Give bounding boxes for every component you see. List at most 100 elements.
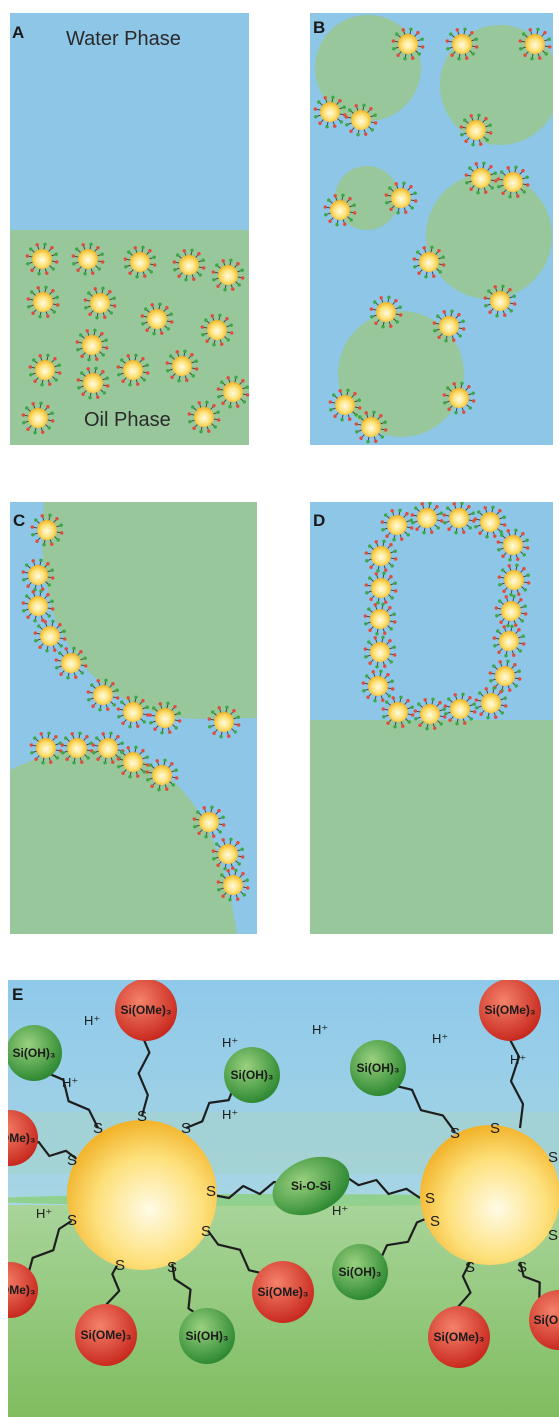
sulfur-label: S	[93, 1120, 103, 1137]
particle-core	[28, 565, 48, 585]
ligand-head	[106, 377, 109, 380]
ligand-head	[506, 624, 509, 627]
ligand-head	[489, 165, 492, 168]
ligand-head	[467, 505, 470, 508]
ligand-head	[211, 314, 214, 317]
ligand-head	[447, 697, 450, 700]
ligand-head	[329, 408, 332, 411]
ligand-head	[157, 788, 160, 791]
ligand-head	[497, 548, 500, 551]
ligand-head	[514, 624, 517, 627]
ligand-head	[462, 531, 465, 534]
ligand-head	[22, 413, 25, 416]
ligand-head	[55, 517, 58, 520]
ligand-head	[121, 380, 124, 383]
ligand-head	[519, 47, 522, 50]
ligand-head	[227, 735, 230, 738]
ligand-head	[215, 263, 218, 266]
ligand-head	[431, 698, 434, 701]
ligand-head	[26, 428, 29, 431]
ligand-head	[388, 606, 391, 609]
ligand-head	[127, 354, 130, 357]
ligand-head	[117, 715, 120, 718]
ligand-head	[411, 713, 414, 716]
ligand-head	[47, 732, 50, 735]
ligand-head	[217, 809, 220, 812]
ligand-head	[433, 727, 436, 730]
ligand-head	[485, 535, 488, 538]
ligand-head	[362, 689, 365, 692]
ligand-head	[217, 395, 220, 398]
ligand-head	[121, 772, 124, 775]
ligand-head	[399, 306, 402, 309]
ligand-head	[192, 278, 195, 281]
ligand-head	[237, 716, 240, 719]
ligand-head	[149, 721, 152, 724]
ligand-head	[512, 654, 515, 657]
ligand-head	[127, 696, 130, 699]
methoxysilane-label: Si(OMe)₃	[0, 1131, 35, 1145]
ligand-head	[428, 502, 431, 505]
ligand-head	[170, 313, 173, 316]
ligand-head	[27, 305, 30, 308]
ligand-head	[58, 371, 61, 374]
ligand-head	[94, 367, 97, 370]
ligand-head	[372, 670, 375, 673]
ligand-head	[113, 297, 116, 300]
ligand-head	[389, 325, 392, 328]
ligand-head	[160, 731, 163, 734]
ligand-head	[117, 365, 120, 368]
sulfur-label: S	[137, 1108, 147, 1125]
ligand-head	[71, 732, 74, 735]
ligand-head	[87, 698, 90, 701]
particle-core	[449, 508, 469, 528]
ligand-head	[411, 521, 414, 524]
particle-core	[155, 708, 175, 728]
particle-core	[452, 34, 472, 54]
ligand-head	[178, 719, 181, 722]
ligand-head	[197, 832, 200, 835]
ligand-head	[100, 332, 103, 335]
silanol-label: Si(OH)₃	[186, 1329, 229, 1343]
ligand-head	[381, 520, 384, 523]
ligand-head	[110, 311, 113, 314]
ligand-head	[489, 679, 492, 682]
ligand-head	[220, 343, 223, 346]
ligand-head	[225, 317, 228, 320]
ligand-head	[503, 625, 506, 628]
ligand-head	[77, 378, 80, 381]
ligand-head	[407, 533, 410, 536]
ligand-head	[165, 306, 168, 309]
ligand-head	[394, 550, 397, 553]
ligand-head	[34, 631, 37, 634]
ligand-head	[76, 269, 79, 272]
ligand-head	[165, 788, 168, 791]
panel-c-label: C	[13, 511, 25, 530]
ligand-head	[381, 325, 384, 328]
ligand-head	[389, 543, 392, 546]
ligand-head	[526, 546, 529, 549]
ligand-head	[414, 192, 417, 195]
ligand-head	[167, 327, 170, 330]
ligand-head	[472, 52, 475, 55]
ligand-head	[144, 307, 147, 310]
ligand-head	[141, 357, 144, 360]
ligand-head	[372, 411, 375, 414]
ligand-head	[514, 166, 517, 169]
ligand-head	[339, 389, 342, 392]
ligand-head	[223, 867, 226, 870]
particle-core	[330, 200, 350, 220]
ligand-head	[500, 530, 503, 533]
ligand-head	[373, 699, 376, 702]
ligand-head	[84, 664, 87, 667]
sulfur-label: S	[167, 1259, 177, 1276]
ligand-head	[475, 698, 478, 701]
panel-e: Si-O-Si Si(OMe)₃Si(OH)₃Si(OH)₃Si(OMe)₃Si…	[0, 979, 559, 1417]
ligand-head	[178, 712, 181, 715]
ligand-head	[134, 246, 137, 249]
particle-core	[218, 844, 238, 864]
ligand-head	[46, 315, 49, 318]
ligand-head	[447, 528, 450, 531]
sulfur-label: S	[465, 1259, 475, 1276]
particle-core	[152, 765, 172, 785]
